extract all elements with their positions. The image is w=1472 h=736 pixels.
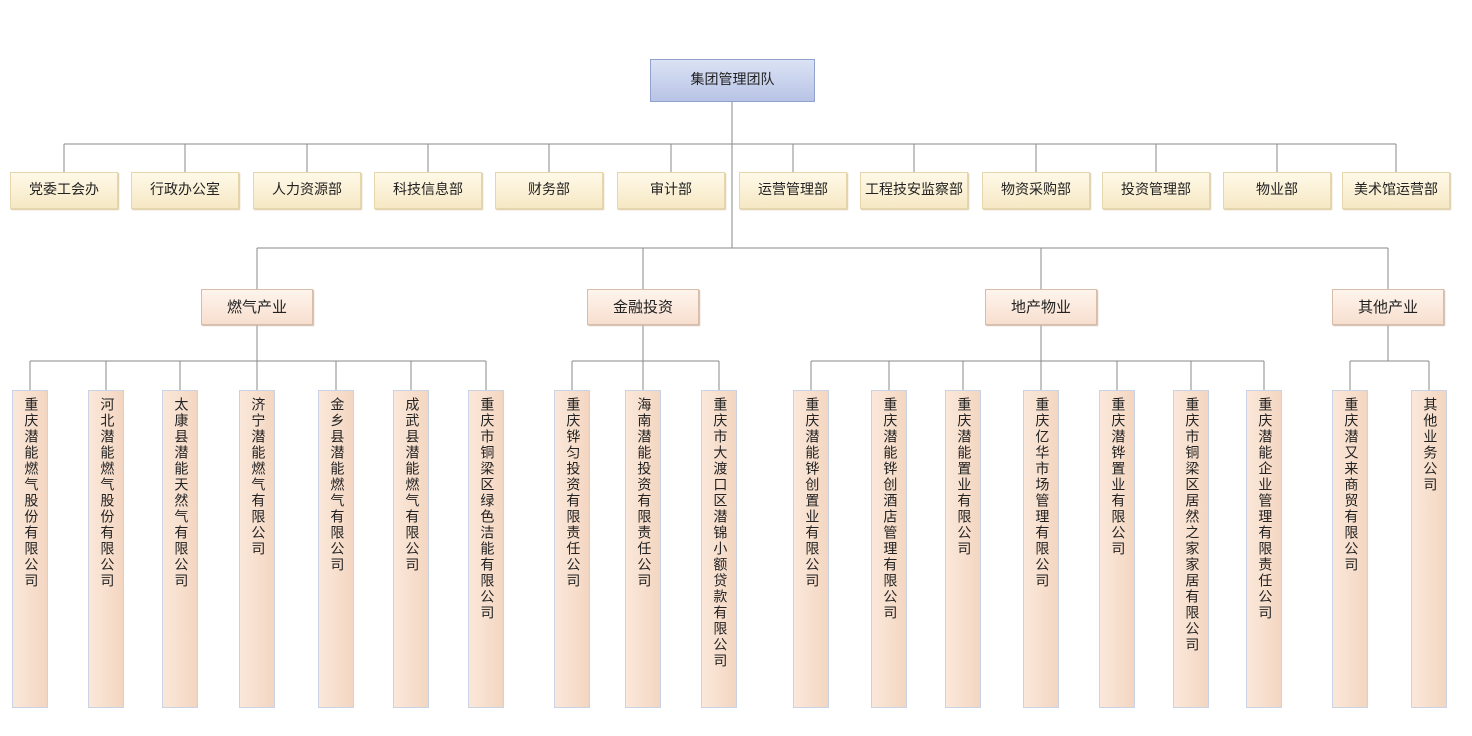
- company-box-label: 重庆潜能置业有限公司: [955, 397, 972, 557]
- department-box-label: 运营管理部: [758, 182, 828, 199]
- department-box: 物业部: [1223, 172, 1331, 209]
- department-box: 工程技安监察部: [860, 172, 968, 209]
- company-box-label: 重庆市铜梁区居然之家家居有限公司: [1183, 397, 1200, 653]
- sector-box-label: 其他产业: [1357, 298, 1418, 316]
- company-box-label: 重庆潜又来商贸有限公司: [1342, 397, 1359, 573]
- company-box-label: 太康县潜能天然气有限公司: [172, 397, 189, 589]
- company-box-label: 重庆潜能企业管理有限责任公司: [1256, 397, 1273, 621]
- sector-box-label: 金融投资: [612, 298, 673, 316]
- company-box: 海南潜能投资有限责任公司: [625, 390, 661, 708]
- sector-box: 燃气产业: [201, 289, 313, 325]
- company-box: 河北潜能燃气股份有限公司: [88, 390, 124, 708]
- department-box-label: 行政办公室: [150, 182, 220, 199]
- company-box-label: 重庆潜能铧创置业有限公司: [803, 397, 820, 589]
- department-box: 财务部: [495, 172, 603, 209]
- company-box: 重庆潜能铧创置业有限公司: [793, 390, 829, 708]
- department-box-label: 工程技安监察部: [865, 182, 963, 199]
- company-box: 金乡县潜能燃气有限公司: [318, 390, 354, 708]
- department-box-label: 物业部: [1256, 182, 1298, 199]
- company-box: 重庆潜又来商贸有限公司: [1332, 390, 1368, 708]
- company-box: 重庆市铜梁区居然之家家居有限公司: [1173, 390, 1209, 708]
- sector-box: 其他产业: [1332, 289, 1444, 325]
- department-box-label: 党委工会办: [29, 182, 99, 199]
- company-box-label: 重庆市铜梁区绿色洁能有限公司: [478, 397, 495, 621]
- company-box-label: 成武县潜能燃气有限公司: [403, 397, 420, 573]
- department-box-label: 审计部: [650, 182, 692, 199]
- company-box: 重庆潜铧置业有限公司: [1099, 390, 1135, 708]
- company-box: 重庆市铜梁区绿色洁能有限公司: [468, 390, 504, 708]
- department-box: 美术馆运营部: [1342, 172, 1450, 209]
- root-node: 集团管理团队: [650, 59, 815, 102]
- company-box-label: 重庆市大渡口区潜锦小额贷款有限公司: [711, 397, 728, 669]
- sector-box: 金融投资: [587, 289, 699, 325]
- company-box: 太康县潜能天然气有限公司: [162, 390, 198, 708]
- sector-box: 地产物业: [985, 289, 1097, 325]
- department-box-label: 科技信息部: [393, 182, 463, 199]
- department-box-label: 人力资源部: [272, 182, 342, 199]
- company-box: 济宁潜能燃气有限公司: [239, 390, 275, 708]
- company-box: 成武县潜能燃气有限公司: [393, 390, 429, 708]
- department-box: 科技信息部: [374, 172, 482, 209]
- sector-box-label: 燃气产业: [226, 298, 287, 316]
- company-box-label: 其他业务公司: [1421, 397, 1438, 493]
- company-box: 重庆潜能燃气股份有限公司: [12, 390, 48, 708]
- company-box-label: 海南潜能投资有限责任公司: [635, 397, 652, 589]
- department-box: 物资采购部: [982, 172, 1090, 209]
- company-box-label: 重庆潜铧置业有限公司: [1109, 397, 1126, 557]
- department-box: 行政办公室: [131, 172, 239, 209]
- company-box-label: 河北潜能燃气股份有限公司: [98, 397, 115, 589]
- company-box-label: 重庆铧匀投资有限责任公司: [564, 397, 581, 589]
- company-box: 重庆市大渡口区潜锦小额贷款有限公司: [701, 390, 737, 708]
- company-box: 重庆潜能置业有限公司: [945, 390, 981, 708]
- department-box: 审计部: [617, 172, 725, 209]
- sector-box-label: 地产物业: [1010, 298, 1071, 316]
- department-box: 运营管理部: [739, 172, 847, 209]
- department-box-label: 财务部: [528, 182, 570, 199]
- department-box-label: 美术馆运营部: [1354, 182, 1438, 199]
- company-box-label: 重庆潜能铧创酒店管理有限公司: [881, 397, 898, 621]
- company-box: 重庆铧匀投资有限责任公司: [554, 390, 590, 708]
- company-box: 重庆亿华市场管理有限公司: [1023, 390, 1059, 708]
- department-box: 人力资源部: [253, 172, 361, 209]
- root-node-label: 集团管理团队: [690, 72, 775, 89]
- department-box-label: 物资采购部: [1001, 182, 1071, 199]
- department-box: 党委工会办: [10, 172, 118, 209]
- company-box-label: 重庆亿华市场管理有限公司: [1033, 397, 1050, 589]
- company-box-label: 济宁潜能燃气有限公司: [249, 397, 266, 557]
- department-box: 投资管理部: [1102, 172, 1210, 209]
- company-box-label: 金乡县潜能燃气有限公司: [328, 397, 345, 573]
- company-box: 其他业务公司: [1411, 390, 1447, 708]
- company-box-label: 重庆潜能燃气股份有限公司: [22, 397, 39, 589]
- company-box: 重庆潜能铧创酒店管理有限公司: [871, 390, 907, 708]
- company-box: 重庆潜能企业管理有限责任公司: [1246, 390, 1282, 708]
- department-box-label: 投资管理部: [1121, 182, 1191, 199]
